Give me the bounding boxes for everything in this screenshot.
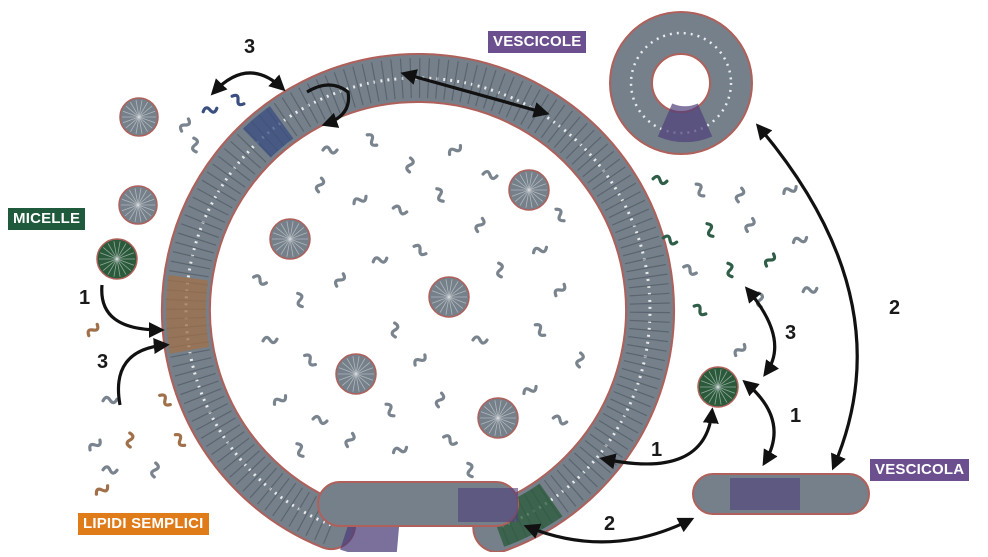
small-vesicle-purple-patch (665, 120, 705, 124)
free-lipid (576, 353, 583, 367)
arrow-left-1 (102, 285, 160, 330)
free-lipid (392, 205, 407, 215)
arrows-layer (102, 73, 857, 542)
micelle-label: MICELLE (8, 208, 85, 230)
free-lipid (436, 393, 445, 408)
free-lipid (95, 483, 110, 496)
free-lipid (522, 384, 537, 396)
free-lipid (88, 438, 102, 452)
membrane-patch-blue (257, 122, 282, 143)
free-lipid (365, 133, 379, 147)
step-number-left-upper: 1 (79, 287, 90, 310)
free-lipid (158, 393, 173, 407)
free-lipid (434, 187, 446, 202)
free-lipid (295, 292, 305, 307)
free-lipid (552, 415, 567, 425)
arrow-left-3 (118, 345, 165, 405)
membranes-layer (166, 33, 869, 545)
free-lipid (384, 403, 397, 418)
free-lipid (764, 252, 776, 267)
free-lipid (483, 171, 498, 179)
free-lipid (653, 176, 668, 184)
free-lipid (334, 272, 346, 287)
free-lipid (294, 442, 306, 457)
step-number-left-lower: 3 (97, 351, 108, 374)
step-number-top-left: 3 (244, 36, 255, 59)
arrow-right-long-2 (759, 127, 857, 466)
free-lipid (553, 283, 566, 298)
free-lipid (694, 182, 707, 197)
vescicola-purple-patch (730, 478, 800, 510)
free-lipid (475, 217, 485, 232)
free-lipid (465, 462, 475, 477)
lipidi-semplici-label: LIPIDI SEMPLICI (78, 513, 209, 535)
free-lipid (263, 336, 278, 344)
free-lipid (407, 158, 414, 172)
free-lipid (448, 143, 463, 156)
free-lipid (252, 274, 267, 285)
free-lipid (191, 138, 199, 153)
step-number-bottom: 2 (604, 513, 615, 536)
fragment-bottom-left-purple (458, 488, 518, 522)
free-lipid (792, 235, 807, 246)
free-lipid (202, 105, 217, 114)
free-lipid (392, 445, 407, 456)
free-lipid (682, 264, 697, 276)
arrow-right-1 (746, 383, 774, 462)
free-lipid (179, 117, 191, 132)
free-lipid (704, 222, 715, 237)
free-lipid (372, 255, 387, 264)
free-lipid (303, 353, 318, 367)
free-lipid (733, 343, 746, 358)
free-lipid (173, 433, 187, 448)
free-lipid (352, 194, 367, 206)
arrow-right-3 (748, 290, 775, 373)
membrane-patch-purple (346, 531, 398, 542)
step-number-bottom-middle-right: 1 (651, 439, 662, 462)
free-lipid (533, 323, 547, 337)
free-lipid (316, 178, 325, 193)
step-number-right-upper: 3 (785, 322, 796, 345)
free-lipid (554, 208, 567, 223)
free-lipid (412, 244, 427, 257)
free-lipid (745, 217, 756, 232)
free-lipid (323, 147, 337, 153)
free-lipid (392, 323, 399, 337)
free-lipid (442, 434, 457, 445)
free-lipid (345, 432, 356, 447)
step-number-right-lower: 1 (790, 405, 801, 428)
free-lipid (151, 463, 158, 478)
free-lipid (413, 353, 427, 367)
step-number-right-long: 2 (889, 297, 900, 320)
free-lipid (103, 396, 118, 403)
membrane-patch-orange (186, 278, 189, 351)
free-lipid (532, 245, 547, 256)
free-lipid (496, 263, 505, 278)
free-lipid (127, 433, 133, 447)
free-lipid (782, 184, 797, 196)
free-lipid (86, 323, 99, 338)
free-lipid (693, 304, 708, 317)
free-lipid (273, 393, 288, 406)
free-lipid (103, 467, 117, 473)
vescicola-label: VESCICOLA (870, 459, 969, 481)
free-lipid (803, 286, 818, 295)
arrow-top-left-exchange (214, 73, 282, 92)
free-lipid (735, 187, 744, 202)
free-lipid (725, 262, 735, 277)
vescicole-label: VESCICOLE (488, 31, 586, 53)
free-lipid (230, 94, 245, 107)
free-lipid (313, 416, 328, 424)
free-lipid (473, 337, 487, 343)
